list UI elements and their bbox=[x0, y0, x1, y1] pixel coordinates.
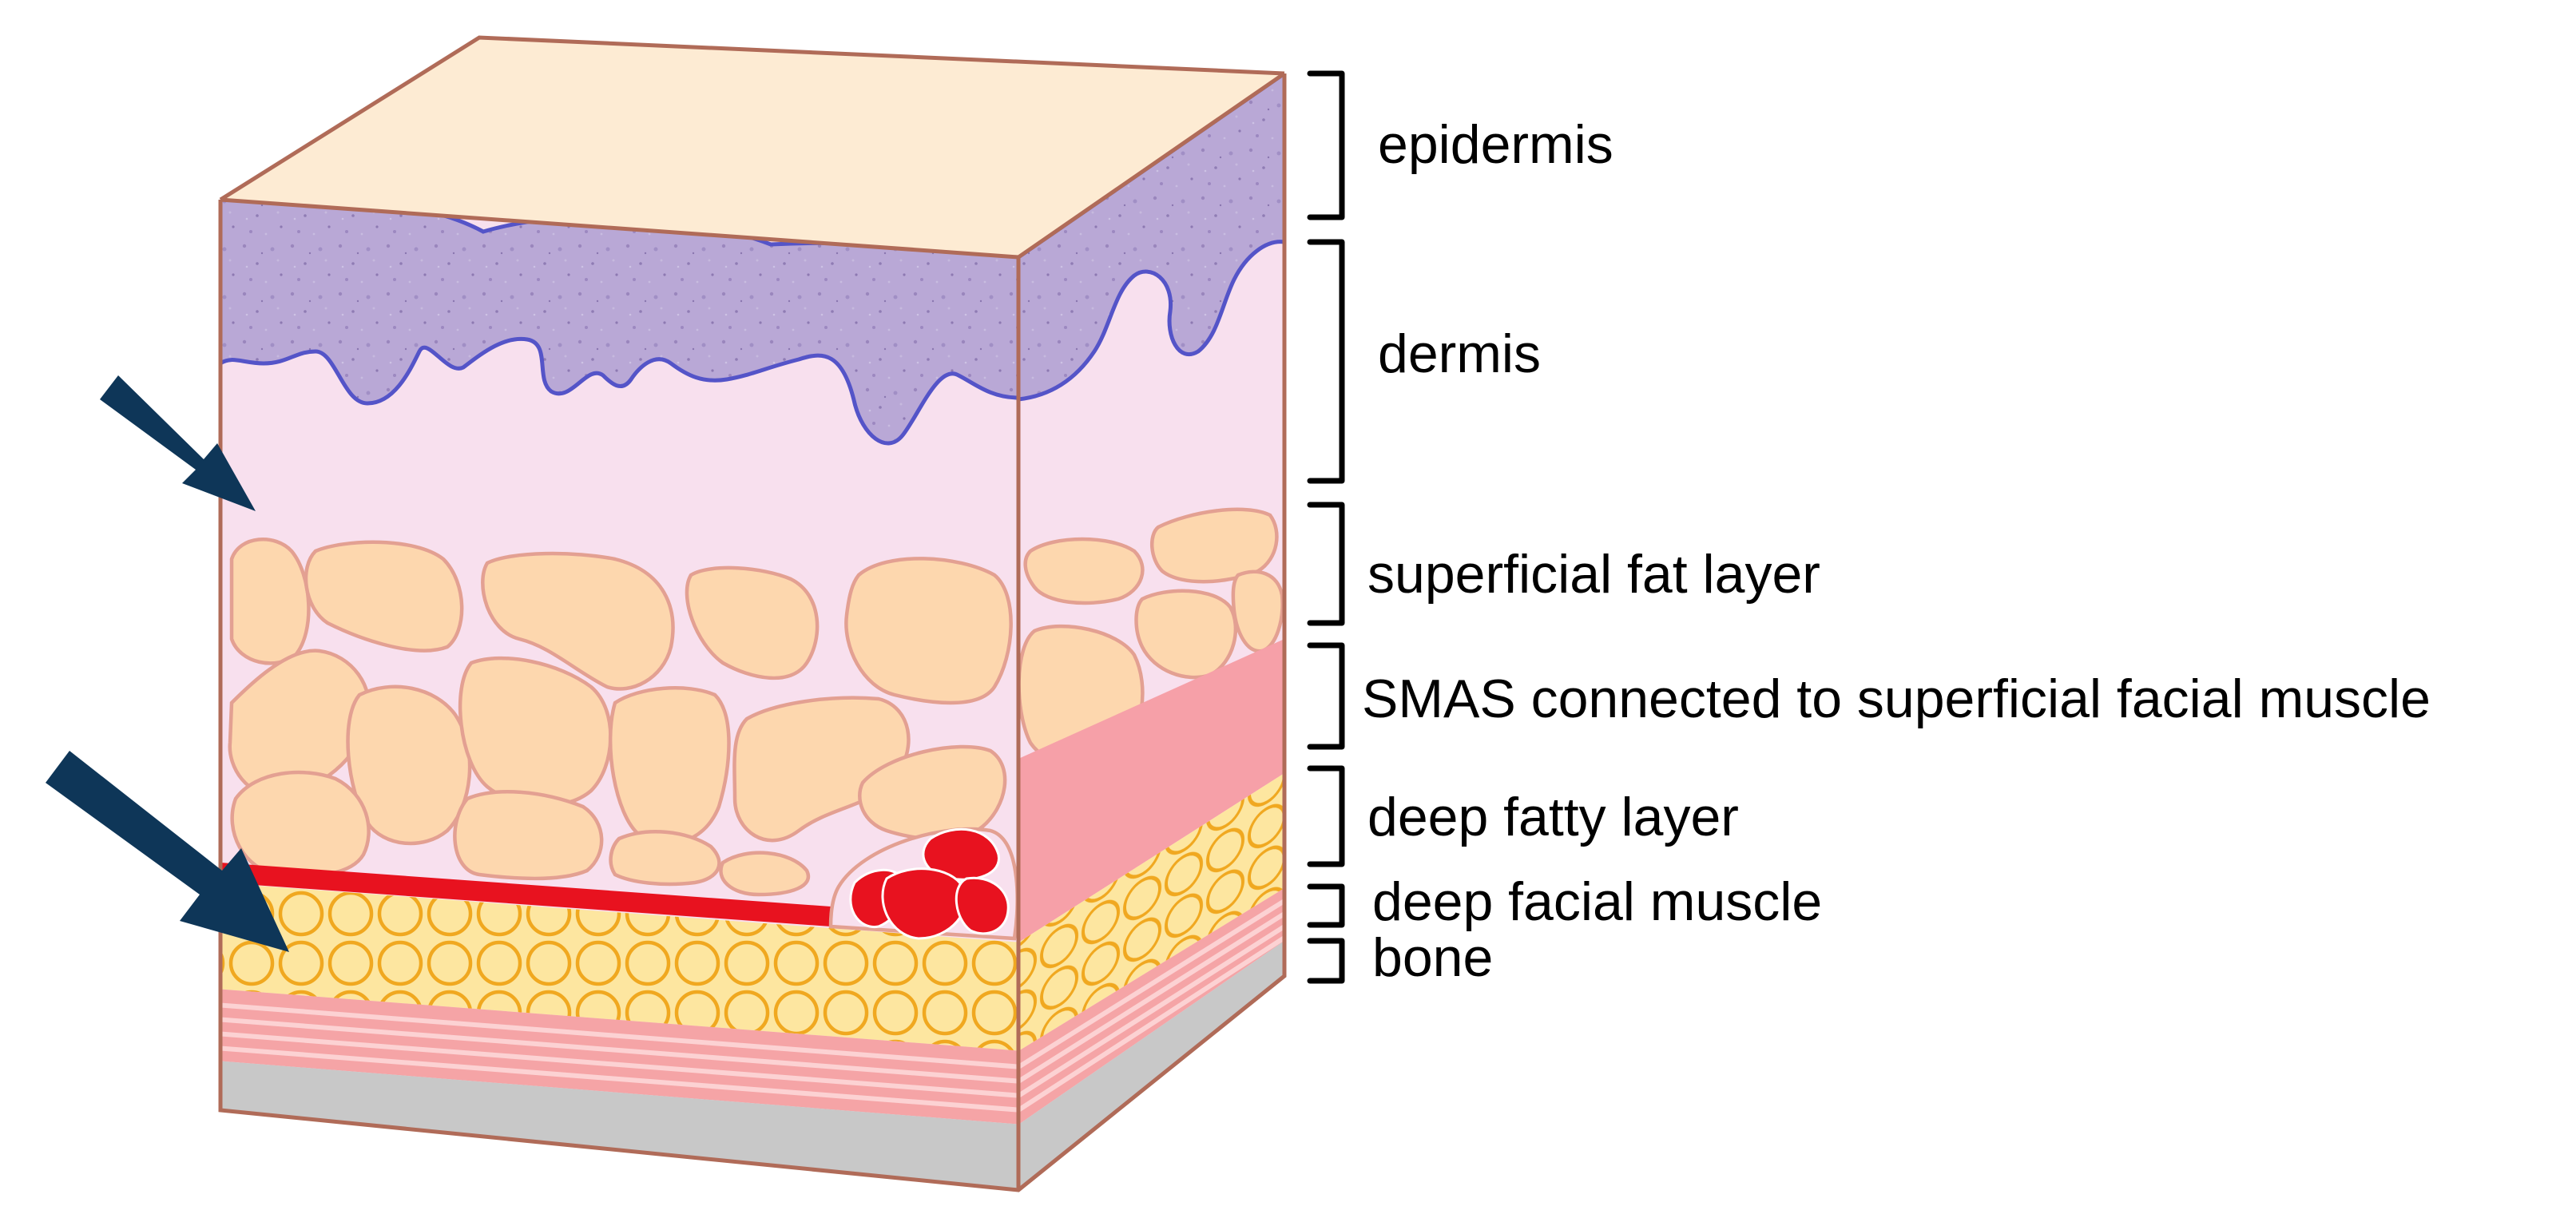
deep-fatty-side bbox=[1018, 773, 1284, 1051]
label-deep-fat: deep fatty layer bbox=[1367, 787, 1739, 847]
diagonal-arrow-icon bbox=[46, 751, 289, 952]
bracket-superficial-fat bbox=[1307, 502, 1345, 626]
superficial-fat-lobules bbox=[228, 538, 1013, 897]
bracket-epidermis bbox=[1307, 70, 1345, 220]
bracket-bone bbox=[1307, 938, 1345, 984]
layer-brackets bbox=[1307, 70, 1345, 984]
label-bone: bone bbox=[1372, 927, 1493, 988]
deep-fatty-layer bbox=[220, 883, 1018, 1051]
label-epidermis: epidermis bbox=[1378, 114, 1613, 175]
label-superficial-fat: superficial fat layer bbox=[1367, 544, 1820, 605]
cube-outline bbox=[218, 35, 1287, 1192]
bracket-smas bbox=[1307, 642, 1345, 750]
bracket-deep-fat bbox=[1307, 765, 1345, 867]
bracket-deep-muscle bbox=[1307, 883, 1345, 928]
epidermis-side bbox=[1018, 73, 1284, 402]
deep-facial-muscle bbox=[220, 989, 1018, 1125]
deep-muscle-side bbox=[1018, 888, 1284, 1125]
side-face bbox=[1018, 73, 1284, 1190]
diagonal-arrow-icon bbox=[100, 375, 256, 511]
front-face bbox=[220, 200, 1018, 1190]
blood-vessel-cluster bbox=[828, 827, 1018, 941]
label-smas: SMAS connected to superficial facial mus… bbox=[1362, 669, 2431, 729]
bone-layer bbox=[220, 1061, 1018, 1190]
bone-side bbox=[1018, 941, 1284, 1190]
smas-side bbox=[1018, 639, 1284, 942]
label-dermis: dermis bbox=[1378, 323, 1541, 384]
epidermis-layer bbox=[220, 200, 1018, 446]
bracket-dermis bbox=[1307, 239, 1345, 484]
label-deep-muscle: deep facial muscle bbox=[1372, 871, 1822, 932]
skin-surface bbox=[220, 38, 1284, 257]
blood-vessel-stripe bbox=[220, 863, 831, 926]
